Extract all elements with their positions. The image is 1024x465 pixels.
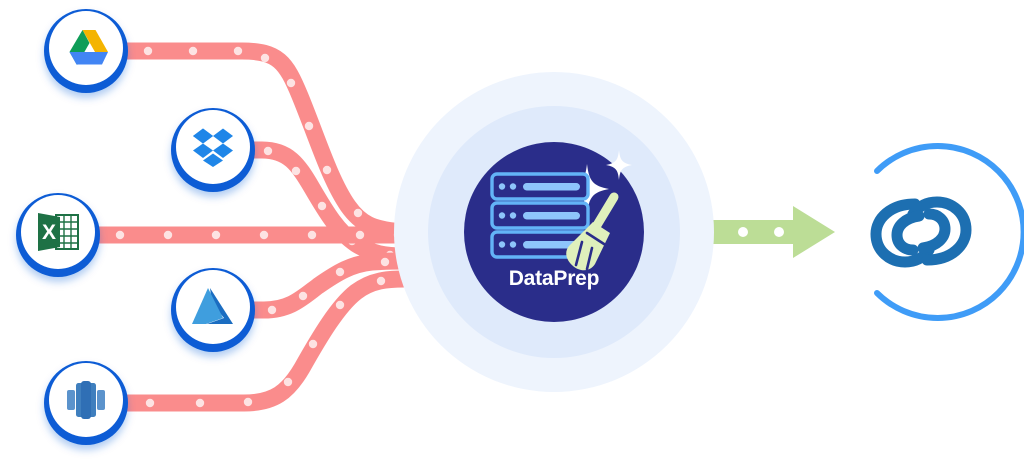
connector-dot xyxy=(291,166,301,176)
connector-dot xyxy=(145,398,155,408)
microsoft-azure-icon xyxy=(192,288,233,324)
connector-dot xyxy=(143,46,153,56)
server-rack-row xyxy=(490,230,590,259)
connector-dot xyxy=(335,267,345,277)
server-rack-row xyxy=(490,201,590,230)
output-arrow-shape xyxy=(690,206,835,258)
microsoft-excel-icon: X xyxy=(38,213,79,251)
sparkle-small-icon xyxy=(606,150,632,180)
google-drive-icon xyxy=(69,30,108,65)
connector-dot xyxy=(286,78,296,88)
server-stack-broom-icon xyxy=(490,150,632,271)
connector-dot xyxy=(115,230,125,240)
connector-dot xyxy=(211,230,221,240)
connector-dot xyxy=(307,230,317,240)
hub-node[interactable]: DataPrep xyxy=(394,72,714,392)
connector-dot xyxy=(322,165,332,175)
connector-amazon-redshift xyxy=(115,270,413,412)
source-node-microsoft-azure[interactable] xyxy=(171,268,255,352)
connector-dot xyxy=(283,377,293,387)
source-node-google-drive[interactable] xyxy=(44,9,128,93)
connector-group xyxy=(87,42,419,412)
connector-dot xyxy=(304,121,314,131)
dropbox-icon xyxy=(193,128,233,167)
connector-microsoft-excel xyxy=(87,226,419,244)
svg-text:X: X xyxy=(42,221,56,244)
connector-dot xyxy=(376,276,386,286)
source-node-dropbox[interactable] xyxy=(171,108,255,192)
connector-dot xyxy=(317,201,327,211)
connector-dot xyxy=(335,300,345,310)
connector-dot xyxy=(243,397,253,407)
destination-node-zoho[interactable] xyxy=(870,143,1024,321)
connector-dot xyxy=(267,305,277,315)
connector-dot xyxy=(353,208,363,218)
connector-microsoft-azure xyxy=(241,252,413,319)
connector-dot xyxy=(195,398,205,408)
connector-dot xyxy=(259,230,269,240)
connector-dot xyxy=(260,53,270,63)
connector-google-drive xyxy=(115,42,413,241)
connector-dot xyxy=(163,230,173,240)
broom-icon xyxy=(566,192,619,271)
connector-dot xyxy=(308,339,318,349)
connector-dot xyxy=(263,146,273,156)
database-cylinder-icon xyxy=(67,381,105,419)
output-arrow-dot xyxy=(774,227,784,237)
connector-dot xyxy=(298,291,308,301)
source-node-microsoft-excel[interactable]: X xyxy=(16,193,100,277)
zoho-link-icon xyxy=(870,196,972,268)
connector-dot xyxy=(233,46,243,56)
source-node-amazon-redshift[interactable] xyxy=(44,361,128,445)
hub-label: DataPrep xyxy=(509,267,600,290)
server-rack-row xyxy=(490,172,590,201)
source-face xyxy=(176,110,250,184)
connector-dot xyxy=(355,230,365,240)
output-arrow-dot xyxy=(738,227,748,237)
connector-dot xyxy=(380,257,390,267)
connector-dot xyxy=(188,46,198,56)
